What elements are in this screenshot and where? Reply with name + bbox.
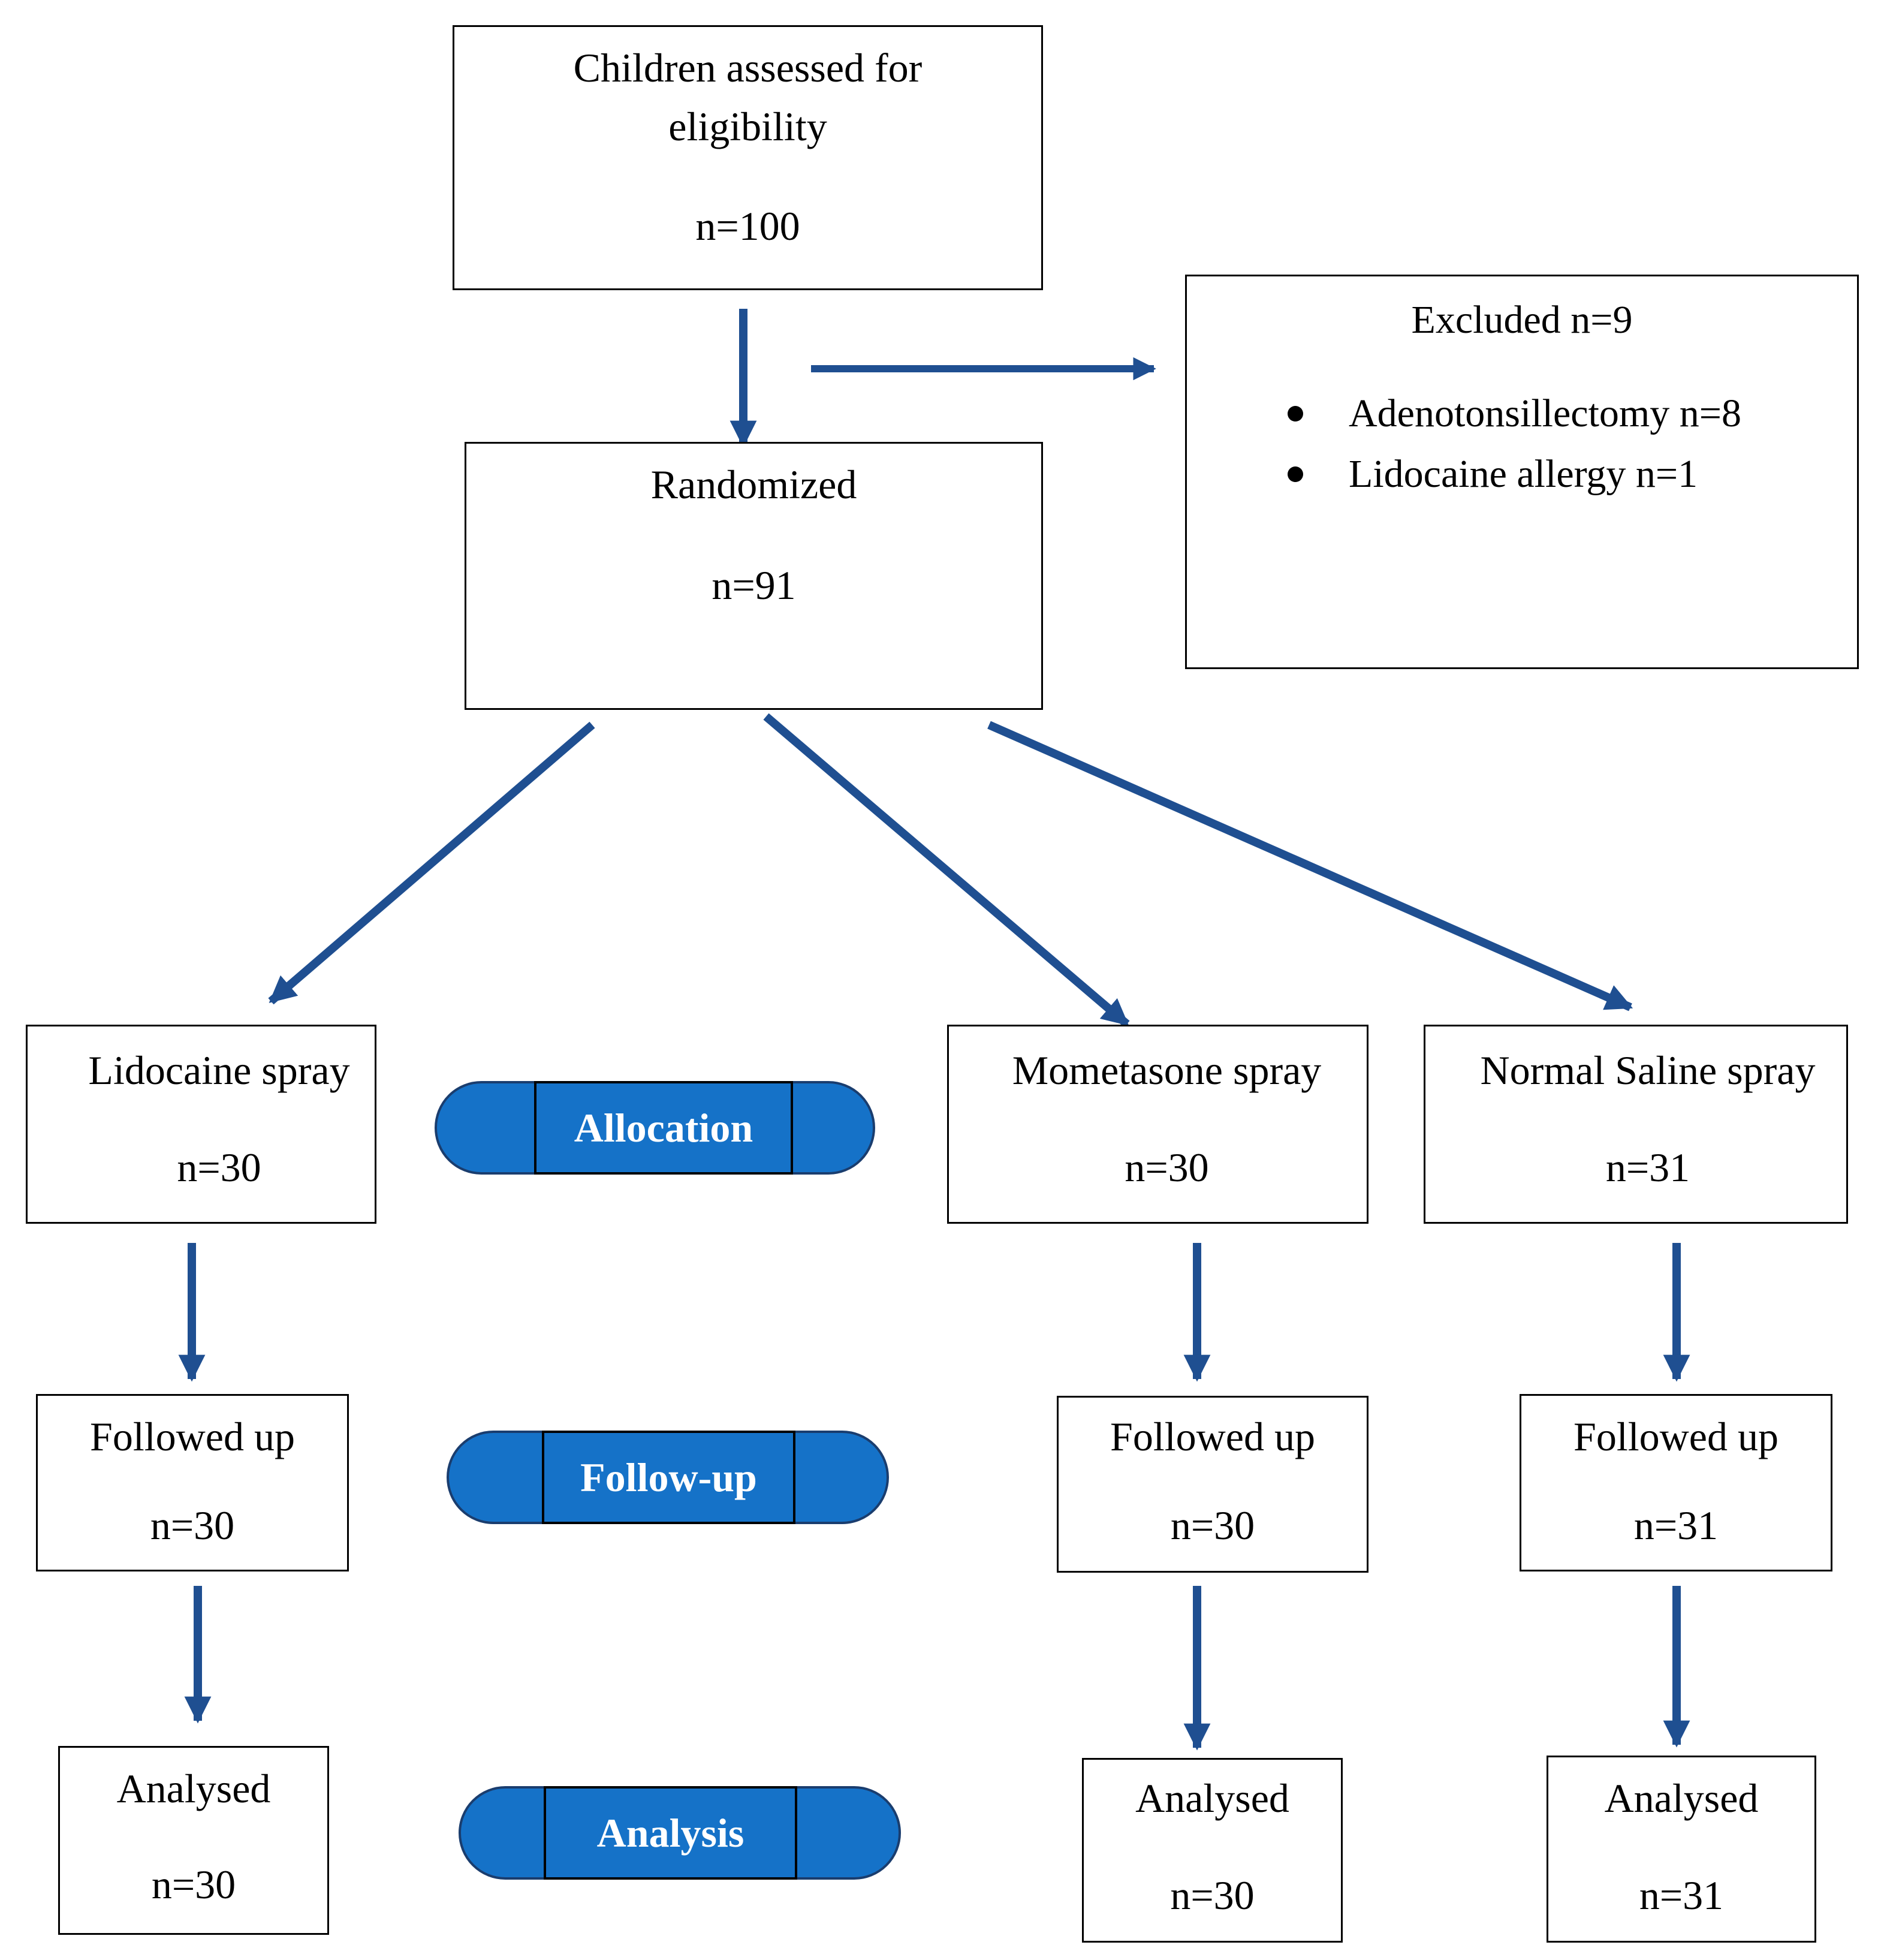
allocation-phase-label: Allocation	[435, 1081, 875, 1175]
saline-followup-label: Followed up	[1573, 1414, 1779, 1459]
lidocaine-followup-label: Followed up	[90, 1414, 295, 1459]
bullet-icon	[1288, 466, 1303, 482]
eligibility-box: Children assessed for eligibility n=100	[453, 25, 1043, 290]
arrow-randomized-to-saline	[987, 721, 1633, 1011]
randomized-box: Randomized n=91	[465, 442, 1043, 710]
excluded-title: Excluded n=9	[1411, 298, 1633, 342]
saline-allocation-count: n=31	[1605, 1145, 1690, 1190]
saline-analysis-label: Analysed	[1604, 1775, 1759, 1821]
saline-allocation-label: Normal Saline spray	[1480, 1047, 1816, 1093]
allocation-phase-text: Allocation	[534, 1081, 793, 1175]
followup-phase-label: Follow-up	[447, 1431, 889, 1524]
lidocaine-allocation-count: n=30	[177, 1145, 261, 1190]
saline-analysis-count: n=31	[1639, 1872, 1724, 1918]
randomized-count: n=91	[712, 562, 796, 608]
mometasone-analysis-count: n=30	[1170, 1872, 1255, 1918]
eligibility-count: n=100	[695, 203, 800, 249]
arrow-randomized-to-mometasone	[763, 713, 1130, 1028]
randomized-label: Randomized	[650, 462, 857, 507]
excluded-reason-adenotonsillectomy: Adenotonsillectomy n=8	[1349, 392, 1741, 435]
lidocaine-followup-box: Followed up n=30	[36, 1394, 349, 1571]
lidocaine-analysis-box: Analysed n=30	[58, 1746, 329, 1935]
mometasone-allocation-label: Mometasone spray	[1012, 1047, 1322, 1093]
analysis-phase-text: Analysis	[544, 1786, 797, 1880]
lidocaine-allocation-label: Lidocaine spray	[88, 1047, 350, 1093]
mometasone-followup-count: n=30	[1170, 1503, 1255, 1548]
mometasone-analysis-label: Analysed	[1135, 1775, 1289, 1821]
lidocaine-allocation-box: Lidocaine spray n=30	[26, 1025, 376, 1224]
excluded-box: Excluded n=9 Adenotonsillectomy n=8 Lido…	[1185, 275, 1859, 669]
saline-allocation-box: Normal Saline spray n=31	[1424, 1025, 1848, 1224]
eligibility-label-line1: Children assessed for	[573, 45, 923, 91]
lidocaine-analysis-label: Analysed	[116, 1766, 271, 1811]
saline-analysis-box: Analysed n=31	[1547, 1756, 1816, 1943]
mometasone-followup-box: Followed up n=30	[1057, 1396, 1368, 1573]
mometasone-analysis-box: Analysed n=30	[1082, 1758, 1343, 1943]
arrow-randomized-to-lidocaine	[268, 721, 595, 1005]
mometasone-allocation-box: Mometasone spray n=30	[947, 1025, 1368, 1224]
saline-followup-count: n=31	[1633, 1503, 1719, 1548]
analysis-phase-label: Analysis	[459, 1786, 901, 1880]
eligibility-label-line2: eligibility	[668, 104, 827, 149]
lidocaine-followup-count: n=30	[150, 1503, 235, 1548]
lidocaine-analysis-count: n=30	[151, 1862, 236, 1907]
bullet-icon	[1288, 406, 1303, 421]
mometasone-allocation-count: n=30	[1125, 1145, 1209, 1190]
followup-phase-text: Follow-up	[542, 1431, 795, 1524]
saline-followup-box: Followed up n=31	[1520, 1394, 1832, 1571]
mometasone-followup-label: Followed up	[1110, 1414, 1315, 1459]
excluded-reason-lidocaine-allergy: Lidocaine allergy n=1	[1349, 452, 1698, 496]
